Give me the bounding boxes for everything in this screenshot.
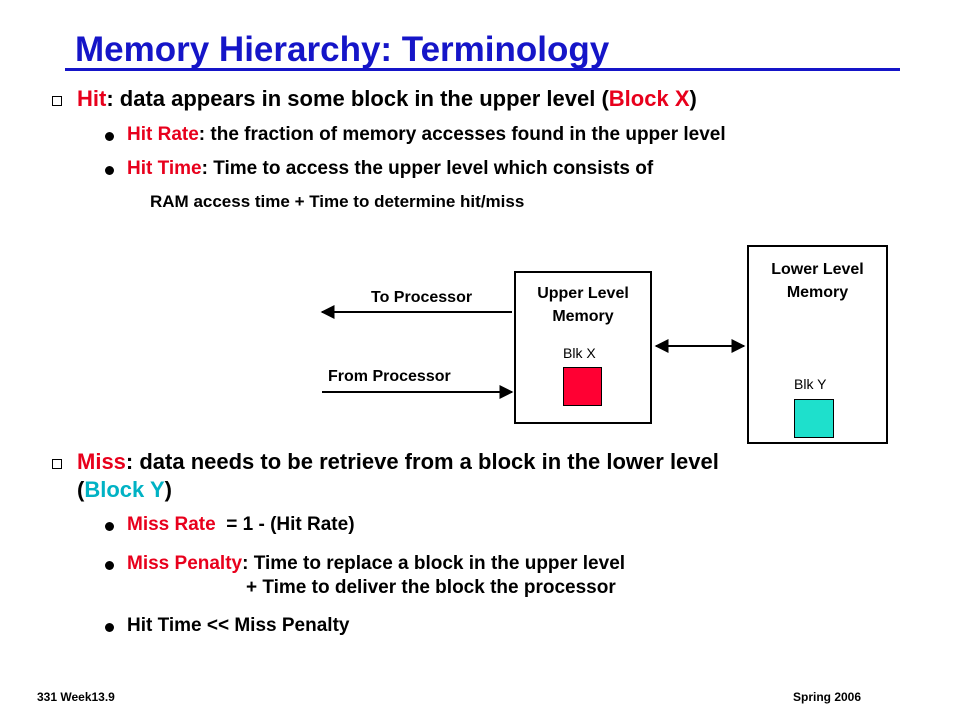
miss-rate-term: Miss Rate xyxy=(127,514,216,535)
footer-course: 331 Week13.9 xyxy=(37,690,115,704)
hit-time-continuation: RAM access time + Time to determine hit/… xyxy=(150,192,525,211)
hit-term: Hit xyxy=(77,86,107,111)
upper-level-label: Upper Level Memory xyxy=(537,285,629,325)
blk-y-label: Blk Y xyxy=(794,376,827,392)
hit-text: : data appears in some block in the uppe… xyxy=(106,86,609,111)
round-bullet-icon xyxy=(105,623,114,632)
miss-penalty-term: Miss Penalty xyxy=(127,553,243,574)
miss-penalty-continuation: + Time to deliver the block the processo… xyxy=(246,577,616,598)
miss-term: Miss xyxy=(77,449,126,474)
to-processor-label: To Processor xyxy=(371,289,473,306)
miss-block: Block Y xyxy=(84,477,165,502)
miss-definition-continuation: (Block Y) xyxy=(77,477,172,502)
miss-penalty-text: : Time to replace a block in the upper l… xyxy=(242,553,626,574)
round-bullet-icon xyxy=(105,522,114,531)
round-bullet-icon xyxy=(105,561,114,570)
hit-definition: Hit: data appears in some block in the u… xyxy=(77,86,697,112)
hit-rate-term: Hit Rate xyxy=(127,124,199,145)
blk-x-square xyxy=(563,367,602,406)
hit-vs-miss-line: Hit Time << Miss Penalty xyxy=(127,615,350,636)
lower-level-label: Lower Level Memory xyxy=(771,261,864,301)
hit-block: Block X xyxy=(608,86,690,111)
miss-penalty-line: Miss Penalty: Time to replace a block in… xyxy=(127,553,625,575)
slide-title: Memory Hierarchy: Terminology xyxy=(75,30,610,69)
miss-rate-line: Miss Rate = 1 - (Hit Rate) xyxy=(127,514,355,536)
round-bullet-icon xyxy=(105,132,114,141)
square-bullet-icon xyxy=(52,459,62,469)
footer-term: Spring 2006 xyxy=(793,690,862,704)
hit-time-line: Hit Time: Time to access the upper level… xyxy=(127,158,653,180)
blk-x-label: Blk X xyxy=(563,345,596,361)
hit-close: ) xyxy=(689,86,697,111)
hit-rate-line: Hit Rate: the fraction of memory accesse… xyxy=(127,124,726,146)
blk-y-square xyxy=(794,399,834,438)
hit-rate-text: : the fraction of memory accesses found … xyxy=(198,124,726,145)
title-underline xyxy=(65,68,900,71)
square-bullet-icon xyxy=(52,96,62,106)
round-bullet-icon xyxy=(105,166,114,175)
upper-level-memory-box xyxy=(514,271,652,424)
hit-time-text: : Time to access the upper level which c… xyxy=(201,158,654,179)
miss-definition: Miss: data needs to be retrieve from a b… xyxy=(77,449,719,475)
from-processor-label: From Processor xyxy=(328,368,451,385)
miss-rate-text: = 1 - (Hit Rate) xyxy=(215,514,355,535)
miss-text: : data needs to be retrieve from a block… xyxy=(125,449,719,474)
hit-time-term: Hit Time xyxy=(127,158,202,179)
